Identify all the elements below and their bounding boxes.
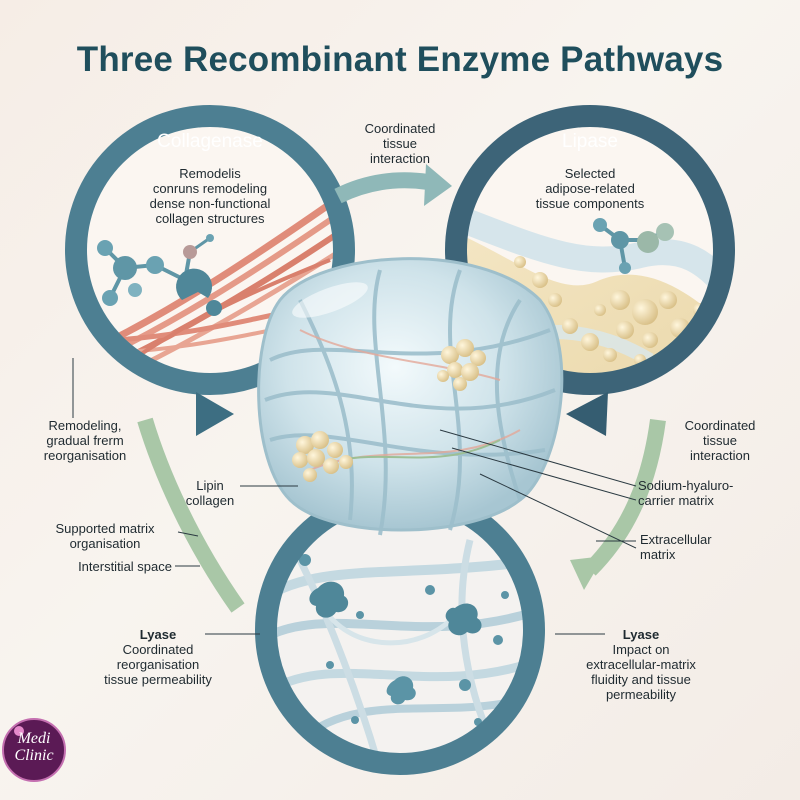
lyase-left-heading: Lyase <box>139 627 177 642</box>
lipase-line: tissue components <box>535 196 645 211</box>
lipase-line: adipose-related <box>545 181 635 196</box>
label-line: Coordinated <box>122 642 194 657</box>
sphere-fibers <box>264 269 556 536</box>
label-line: tissue <box>383 136 417 151</box>
label-line: tissue permeability <box>104 672 212 687</box>
collagenase-line: conruns remodeling <box>152 181 268 196</box>
extracellular-matrix-strands <box>266 539 534 764</box>
arrow-right-green <box>584 418 666 576</box>
logo-mark-icon <box>14 726 24 736</box>
label-top-interaction: Coordinated tissue interaction <box>340 121 460 166</box>
logo-word: Medi <box>17 730 51 747</box>
arrowhead-right-ring <box>566 392 608 436</box>
lipid-droplets <box>514 256 707 366</box>
tissue-sphere <box>257 257 564 536</box>
label-line: interaction <box>690 448 750 463</box>
label-line: Lipin <box>196 478 224 493</box>
label-lipin-collagen: Lipin collagen <box>180 478 240 508</box>
lyase-ring <box>255 485 545 775</box>
arrow-collagenase-to-lipase <box>334 172 430 204</box>
flow-arrows <box>137 164 666 613</box>
enzyme-molecule <box>97 234 222 316</box>
logo-text: Medi Clinic <box>4 730 64 764</box>
collagenase-line: dense non-functional <box>149 196 271 211</box>
lipase-description: Selected adipose-related tissue componen… <box>510 166 670 211</box>
label-line: reorganisation <box>43 448 127 463</box>
label-supported-matrix: Supported matrix organisation <box>30 521 180 551</box>
label-remodeling: Remodeling, gradual frerm reorganisation <box>20 418 150 463</box>
page-title: Three Recombinant Enzyme Pathways <box>76 40 724 79</box>
arrow-left-green <box>137 417 245 613</box>
logo-word: Clinic <box>14 747 54 764</box>
label-line: Supported matrix <box>55 521 155 536</box>
collagenase-title: Collagenase <box>157 131 263 152</box>
label-line: fluidity and tissue <box>591 672 691 687</box>
label-interstitial-space: Interstitial space <box>78 559 172 574</box>
medi-clinic-logo: Medi Clinic <box>2 718 66 782</box>
label-line: Coordinated <box>684 418 756 433</box>
collagenase-ring <box>65 105 355 395</box>
label-line: interaction <box>370 151 430 166</box>
leader-lines <box>72 358 637 635</box>
label-line: Impact on <box>612 642 670 657</box>
label-line: organisation <box>69 536 141 551</box>
label-right-interaction: Coordinated tissue interaction <box>670 418 770 463</box>
arrowhead-top <box>424 164 452 206</box>
label-line: carrier matrix <box>638 493 714 508</box>
label-line: matrix <box>640 547 676 562</box>
label-line: extracellular-matrix <box>586 657 696 672</box>
label-line: Coordinated <box>364 121 436 136</box>
lipase-title: Lipase <box>562 131 618 152</box>
label-extracellular-matrix: Extracellular matrix <box>640 532 760 562</box>
sphere-fat-cluster-top <box>437 339 486 391</box>
arrowhead-right-green <box>570 556 604 590</box>
label-line: tissue <box>703 433 737 448</box>
label-line: permeability <box>605 687 677 702</box>
collagenase-line: collagen structures <box>155 211 265 226</box>
lipase-line: Selected <box>564 166 616 181</box>
arrowhead-left-ring <box>196 392 234 436</box>
label-line: Remodeling, <box>48 418 122 433</box>
collagenase-description: Remodelis conruns remodeling dense non-f… <box>120 166 300 226</box>
label-line: Sodium-hyaluro- <box>638 478 734 493</box>
sphere-fat-cluster-left <box>292 431 353 482</box>
label-line: Extracellular <box>640 532 712 547</box>
label-line: gradual frerm <box>46 433 124 448</box>
lipase-molecule <box>593 218 674 274</box>
lyase-right-heading: Lyase <box>622 627 660 642</box>
label-lyase-right: Lyase Impact on extracellular-matrix flu… <box>566 627 716 702</box>
label-line: reorganisation <box>116 657 200 672</box>
label-lyase-left: Lyase Coordinated reorganisation tissue … <box>88 627 228 687</box>
label-line: collagen <box>185 493 235 508</box>
collagenase-line: Remodelis <box>179 166 241 181</box>
label-sodium-hyaluro: Sodium-hyaluro- carrier matrix <box>638 478 788 508</box>
